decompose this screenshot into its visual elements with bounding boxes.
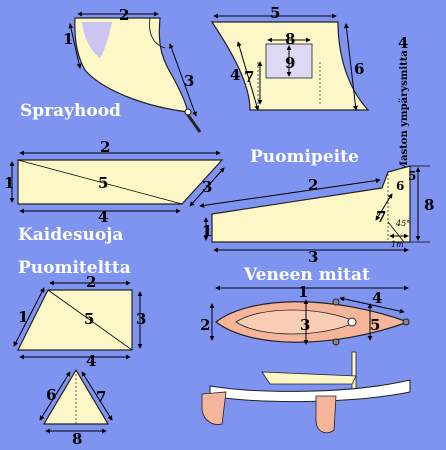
kuomu-dim-6: 6 (354, 60, 364, 78)
kuomu-dim-5: 5 (270, 4, 280, 22)
triangle-dim-7: 7 (96, 388, 106, 406)
hull-dim-1: 1 (298, 283, 308, 301)
title-sprayhood: Sprayhood (20, 101, 121, 121)
hull-dim-3: 3 (300, 316, 310, 334)
mast-dim-4: 4 (398, 34, 408, 52)
puomipeite-panel (199, 165, 430, 253)
kaidesuoja-dim-3: 3 (202, 178, 212, 196)
title-puomipeite: Puomipeite (250, 147, 359, 167)
puomiteltta-dim-1: 1 (18, 308, 28, 326)
triangle-dim-6: 6 (46, 386, 56, 404)
puomipeite-angle: 45° (395, 219, 410, 228)
kaidesuoja-panel (9, 150, 225, 214)
sprayhood-window (82, 22, 112, 58)
hull-dim-5: 5 (370, 316, 380, 334)
kuomu-dim-9: 9 (285, 54, 295, 72)
hull-top-view (209, 285, 410, 346)
puomipeite-dim-2: 2 (308, 176, 318, 194)
puomipeite-dim-1: 1 (202, 222, 212, 240)
puomiteltta-dim-3: 3 (136, 310, 146, 328)
puomiteltta-panel (13, 280, 143, 360)
kaidesuoja-dim-5: 5 (98, 174, 108, 192)
sprayhood-dim-3: 3 (184, 72, 194, 90)
puomiteltta-dim-5: 5 (84, 310, 94, 328)
hull-dim-2: 2 (200, 316, 210, 334)
kaidesuoja-dim-4: 4 (98, 208, 108, 226)
title-puomiteltta: Puomiteltta (18, 258, 131, 278)
hull-side-view (201, 351, 411, 434)
title-veneen-mitat: Veneen mitat (243, 265, 370, 285)
kaidesuoja-dim-2: 2 (100, 138, 110, 156)
puomipeite-dim-8: 8 (424, 196, 434, 214)
kuomu-dim-7: 7 (244, 68, 254, 86)
puomipeite-dim-7: 7 (376, 208, 386, 226)
kaidesuoja-dim-1: 1 (4, 174, 14, 192)
triangle-dim-8: 8 (72, 430, 82, 448)
kuomu-panel (210, 13, 370, 111)
puomipeite-dim-6: 6 (396, 179, 404, 193)
puomipeite-dim-5: 5 (408, 169, 416, 183)
mast-circumference-label: Maston ympärysmitta (399, 50, 410, 172)
puomipeite-one-meter: 1m (391, 240, 404, 249)
puomipeite-dim-3: 3 (308, 248, 318, 266)
title-kaidesuoja: Kaidesuoja (18, 225, 123, 245)
kuomu-dim-4: 4 (230, 66, 240, 84)
puomiteltta-dim-2: 2 (86, 273, 96, 291)
sprayhood-dim-1: 1 (63, 30, 73, 48)
sprayhood-dim-2: 2 (119, 6, 129, 24)
sprayhood-panel (68, 11, 202, 133)
triangle-end-panel (39, 368, 113, 434)
hull-dim-4: 4 (372, 289, 382, 307)
kuomu-dim-8: 8 (285, 30, 295, 48)
puomiteltta-dim-4: 4 (86, 352, 96, 370)
